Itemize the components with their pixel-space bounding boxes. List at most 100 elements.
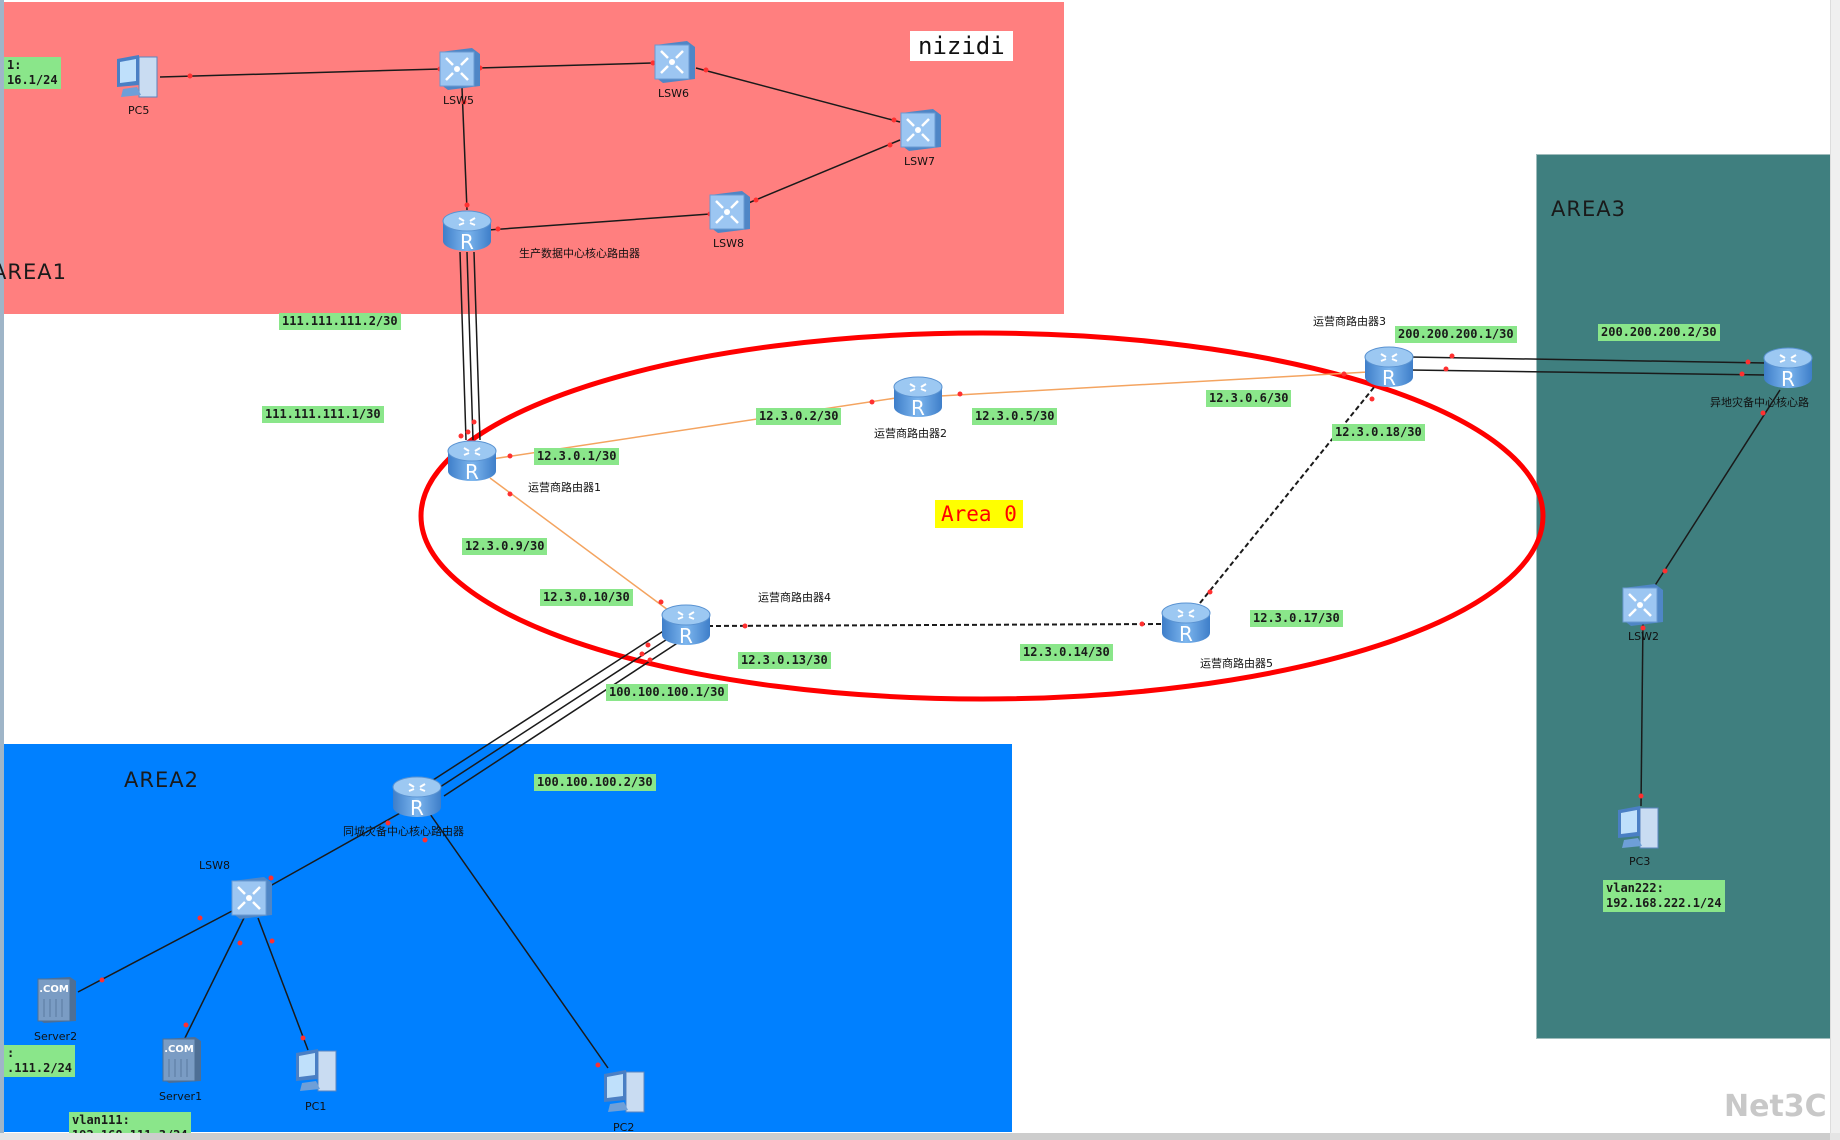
ip-label-r5-r4: 12.3.0.14/30	[1020, 644, 1113, 661]
router-icon: R	[1161, 602, 1211, 645]
port-dot	[957, 391, 963, 397]
link-r4-core2-a[interactable]	[429, 629, 666, 783]
server-icon: .COM	[162, 1037, 201, 1083]
link-core2-lsw8[interactable]	[269, 811, 403, 887]
link-lsw8-pc1[interactable]	[257, 917, 309, 1051]
port-dot	[269, 938, 275, 944]
link-lsw5-lsw6[interactable]	[477, 62, 653, 69]
area1-region[interactable]: AREA1	[0, 2, 1064, 314]
ip-label-core2-wan: 100.100.100.2/30	[534, 774, 656, 791]
link-r4-core2-b[interactable]	[436, 635, 673, 790]
port-dot	[268, 875, 274, 881]
port-dot	[183, 1022, 189, 1028]
router-icon: R	[1364, 346, 1414, 389]
area2-title: AREA2	[124, 768, 199, 792]
port-dot	[197, 915, 203, 921]
ip-label-core1-wan: 111.111.111.2/30	[279, 313, 401, 330]
router-icon: R	[447, 440, 497, 483]
link-lsw2-pc3[interactable]	[1640, 619, 1644, 807]
pc-icon	[117, 55, 158, 98]
port-dot	[507, 453, 513, 459]
link-lsw8-server2[interactable]	[77, 909, 235, 993]
link-r5-r3[interactable]	[1199, 385, 1376, 604]
port-dot	[300, 1035, 306, 1041]
ip-label-r1-wan: 111.111.111.1/30	[262, 406, 384, 423]
port-dot	[1745, 359, 1751, 365]
ip-label-r2-r3: 12.3.0.5/30	[972, 408, 1058, 425]
link-core2-pc2[interactable]	[429, 813, 609, 1069]
port-dot	[647, 657, 653, 663]
ip-label-pc5: 1: 16.1/24	[4, 57, 61, 89]
link-core1-r1-c[interactable]	[473, 251, 481, 441]
horizontal-scrollbar-thumb[interactable]	[140, 1133, 1830, 1140]
device-label-r3: 运营商路由器3	[1313, 315, 1386, 328]
port-dot	[507, 491, 513, 497]
port-dot	[464, 202, 470, 208]
pc-icon	[296, 1049, 337, 1092]
ip-label-core3-wan: 200.200.200.2/30	[1598, 324, 1720, 341]
port-dot	[461, 99, 467, 105]
ip-label-r3-wan: 200.200.200.1/30	[1395, 326, 1517, 343]
device-label-lsw7: LSW7	[904, 155, 935, 168]
router-icon: R	[442, 210, 492, 253]
link-lsw7-lsw8[interactable]	[745, 139, 901, 205]
link-r4-r5[interactable]	[707, 623, 1165, 627]
device-label-r2: 运营商路由器2	[874, 427, 947, 440]
area0-label[interactable]: Area 0	[935, 500, 1023, 528]
svg-text:.COM: .COM	[39, 984, 69, 995]
ip-label-r3-r5: 12.3.0.18/30	[1332, 424, 1425, 441]
ip-label-r4-r1: 12.3.0.10/30	[540, 589, 633, 606]
link-lsw5-core1[interactable]	[461, 87, 468, 211]
link-r2-r3[interactable]	[939, 371, 1369, 397]
svg-text:R: R	[465, 460, 479, 483]
link-core3-lsw2[interactable]	[1653, 389, 1781, 588]
ip-label-server2: : .111.2/24	[4, 1045, 76, 1077]
port-dot	[891, 117, 897, 123]
port-dot	[1638, 793, 1644, 799]
link-r4-core2-c[interactable]	[443, 641, 680, 797]
switch-icon	[900, 109, 941, 151]
link-core1-r1-b[interactable]	[466, 251, 474, 441]
link-lsw6-lsw7[interactable]	[695, 67, 901, 123]
ip-label-r1-r2: 12.3.0.1/30	[534, 448, 620, 465]
port-dot	[471, 419, 477, 425]
router-icon: R	[661, 604, 711, 647]
router-icon: R	[392, 776, 442, 819]
link-pc5-lsw5[interactable]	[159, 68, 441, 78]
ip-label-r3-r2: 12.3.0.6/30	[1206, 390, 1292, 407]
port-dot	[422, 837, 428, 843]
port-dot	[703, 67, 709, 73]
svg-text:R: R	[410, 796, 424, 819]
ip-label-r4-r5: 12.3.0.13/30	[738, 652, 831, 669]
router-icon: R	[893, 376, 943, 419]
device-label-lsw2: LSW2	[1628, 630, 1659, 643]
port-dot	[1449, 353, 1455, 359]
device-label-server2: Server2	[34, 1030, 78, 1043]
link-lsw8-core1[interactable]	[487, 213, 711, 231]
ip-label-r4-wan: 100.100.100.1/30	[606, 684, 728, 701]
link-r3-core3-a[interactable]	[1409, 356, 1767, 364]
canvas-title-text[interactable]: nizidi	[910, 31, 1013, 61]
port-dot	[869, 399, 875, 405]
link-r3-core3-b[interactable]	[1409, 369, 1767, 376]
port-dot	[187, 73, 193, 79]
link-core1-r1-a[interactable]	[459, 251, 467, 441]
switch-icon	[1622, 584, 1663, 626]
port-dot	[1640, 625, 1646, 631]
device-label-pc3: PC3	[1629, 855, 1651, 868]
device-label-lsw8b: LSW8	[199, 859, 230, 872]
switch-icon	[709, 191, 750, 233]
device-label-pc5: PC5	[128, 104, 150, 117]
port-dot	[1443, 366, 1449, 372]
port-dot	[753, 197, 759, 203]
device-label-r5: 运营商路由器5	[1200, 657, 1273, 670]
area3-title: AREA3	[1551, 197, 1626, 221]
vertical-scrollbar[interactable]	[1830, 0, 1840, 1133]
device-label-core1: 生产数据中心核心路由器	[519, 247, 640, 260]
link-r1-r4[interactable]	[489, 477, 669, 611]
link-lsw8-server1[interactable]	[183, 917, 245, 1041]
port-dot	[639, 651, 645, 657]
port-dot	[458, 433, 464, 439]
device-label-r1: 运营商路由器1	[528, 481, 601, 494]
